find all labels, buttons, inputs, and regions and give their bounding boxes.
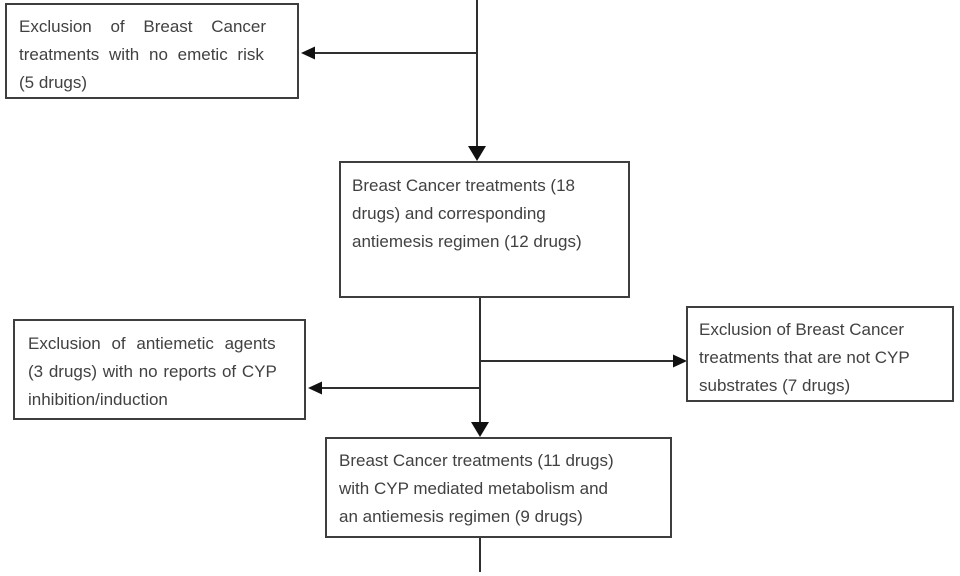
box-exclusion-antiemetic-agents: Exclusion of antiemetic agents (3 drugs)…	[13, 319, 306, 420]
box-text-line: inhibition/induction	[28, 390, 168, 409]
box-text-line: (5 drugs)	[19, 73, 88, 92]
box-text-line: drugs) and corresponding	[352, 204, 546, 223]
box-text-line: Exclusion of Breast Cancer	[699, 320, 905, 339]
box-text-line: Exclusion of Breast Cancer	[19, 17, 267, 36]
box-text-line: treatments that are not CYP	[699, 348, 910, 367]
box-text-line: antiemesis regimen (12 drugs)	[352, 232, 582, 251]
box-text-line: substrates (7 drugs)	[699, 376, 851, 395]
box-breast-cancer-treatments-11: Breast Cancer treatments (11 drugs) with…	[325, 437, 672, 538]
box-text-line: treatments with no emetic risk	[19, 45, 264, 64]
arrow-down-icon	[471, 422, 489, 437]
box-text-line: Exclusion of antiemetic agents	[28, 334, 276, 353]
arrow-left-icon	[308, 381, 322, 395]
box-text-line: Breast Cancer treatments (11 drugs)	[339, 451, 614, 470]
box-exclusion-no-emetic-risk: Exclusion of Breast Cancer treatments wi…	[5, 3, 299, 99]
box-breast-cancer-treatments-18: Breast Cancer treatments (18 drugs) and …	[339, 161, 630, 298]
box-text-line: (3 drugs) with no reports of CYP	[28, 362, 277, 381]
box-text-line: with CYP mediated metabolism and	[339, 479, 608, 498]
box-text-line: Breast Cancer treatments (18	[352, 176, 575, 195]
box-exclusion-not-cyp-substrates: Exclusion of Breast Cancer treatments th…	[686, 306, 954, 402]
arrow-right-icon	[673, 354, 687, 368]
arrow-left-icon	[301, 46, 315, 60]
arrow-down-icon	[468, 146, 486, 161]
box-text-line: an antiemesis regimen (9 drugs)	[339, 507, 583, 526]
